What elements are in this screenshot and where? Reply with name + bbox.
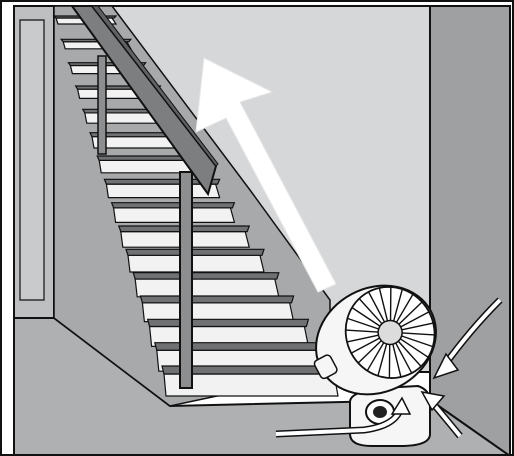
stair-tread	[112, 203, 235, 208]
left-wall-panel	[20, 20, 44, 300]
stair-riser	[114, 208, 235, 223]
stair-riser	[128, 255, 264, 272]
newel-post	[180, 172, 192, 388]
stair-tread	[148, 319, 309, 326]
stair-tread	[126, 249, 264, 255]
stair-tread	[140, 296, 293, 303]
baluster-upper	[98, 56, 106, 154]
stair-riser	[135, 279, 279, 297]
fan-knob-center	[373, 406, 387, 418]
stair-tread	[133, 273, 279, 279]
right-wall	[430, 6, 510, 456]
